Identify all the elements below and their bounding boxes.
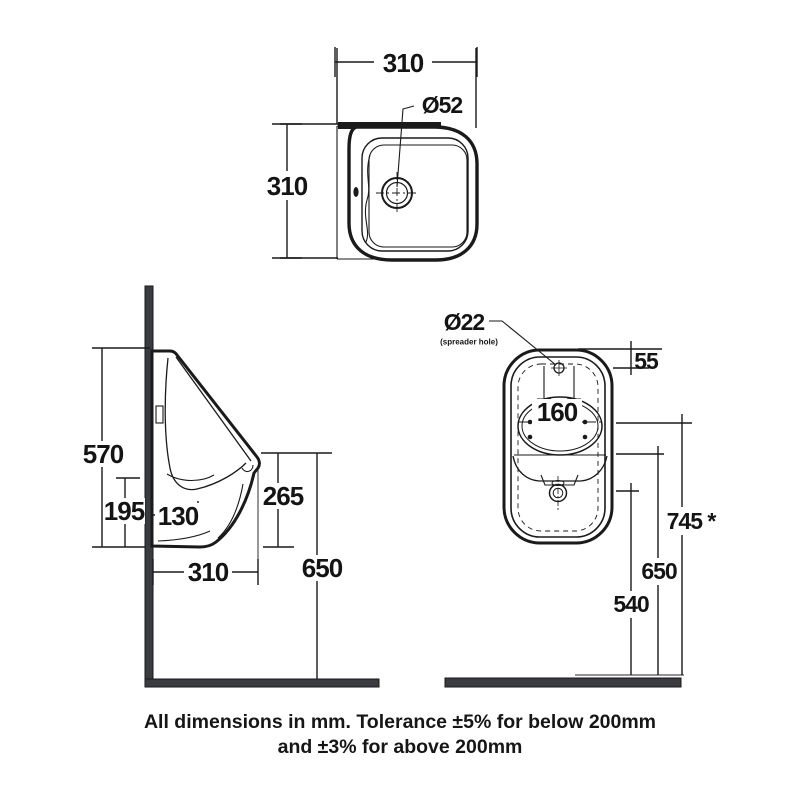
label-mask [532, 399, 582, 425]
front-view-hidden-edge [517, 363, 599, 532]
front-view-dimension-lines [578, 341, 692, 675]
label-mask [83, 441, 125, 467]
top-view: 310 310 Ø52 [260, 47, 479, 262]
label-mask [609, 591, 653, 618]
caption-line-1: All dimensions in mm. Tolerance ±5% for … [144, 711, 656, 733]
label-mask [660, 507, 722, 535]
side-view-projection-label: 310 [188, 557, 229, 587]
front-rim-height-label: 650 [641, 558, 677, 584]
caption: All dimensions in mm. Tolerance ±5% for … [144, 711, 656, 758]
spreader-diameter-label: Ø22 [444, 309, 485, 335]
side-view-front-lip-label: 265 [263, 481, 304, 511]
side-view-bowl-floor [166, 473, 215, 482]
top-view-basin-contour [364, 154, 371, 243]
label-mask [155, 503, 201, 529]
spreader-note-label: (spreader hole) [440, 338, 498, 347]
side-view-rim-edge [175, 356, 252, 462]
front-view-body-outline [502, 348, 614, 545]
floor-section-right [444, 677, 682, 688]
side-view-apron-inner [217, 483, 244, 539]
inlet-height-label: 745 * [667, 508, 717, 534]
top-view-overflow-notch [353, 187, 359, 197]
label-mask [184, 559, 232, 585]
label-mask [260, 483, 306, 509]
waste-outlet [548, 476, 568, 512]
caption-line-2: and ±3% for above 200mm [278, 736, 523, 758]
top-view-depth-label: 310 [267, 171, 308, 201]
side-view: 570 195 130 265 310 650 [83, 285, 380, 688]
label-mask [637, 558, 681, 585]
side-view-rim-height-label: 650 [302, 553, 343, 583]
fixing-holes [527, 419, 588, 440]
top-view-basin [368, 144, 468, 248]
drain-leader-line [396, 105, 415, 188]
top-view-rim [361, 137, 469, 252]
drain-diameter-label: Ø52 [422, 92, 463, 118]
fixing-centres-label: 160 [537, 397, 578, 427]
side-view-rim-tip [241, 464, 254, 473]
outlet-height-label: 540 [613, 591, 649, 617]
front-view-rim [510, 356, 606, 538]
top-view-body-outline [347, 125, 479, 262]
label-mask [103, 498, 145, 524]
side-view-outlet-offset-label: 130 [158, 501, 199, 531]
label-mask [299, 555, 345, 581]
side-view-bowl-interior [164, 357, 247, 491]
side-view-back-height-label: 195 [104, 496, 145, 526]
top-to-spreader-label: 55 [634, 348, 659, 374]
front-view: Ø22 (spreader hole) 55 160 745 * 650 540 [440, 309, 722, 688]
floor-section-left [144, 678, 380, 688]
side-view-inlet-slot [155, 405, 164, 424]
front-view-skirt [512, 455, 608, 482]
inlet-channel-lines [537, 366, 581, 400]
label-mask [374, 49, 432, 76]
spreader-leader-line [489, 320, 557, 366]
side-view-base-inner [157, 530, 211, 542]
label-mask [260, 171, 314, 200]
side-view-body-outline [150, 349, 261, 549]
top-view-width-label: 310 [383, 48, 424, 78]
spreader-hole [551, 360, 567, 376]
side-view-height-label: 570 [83, 439, 124, 469]
